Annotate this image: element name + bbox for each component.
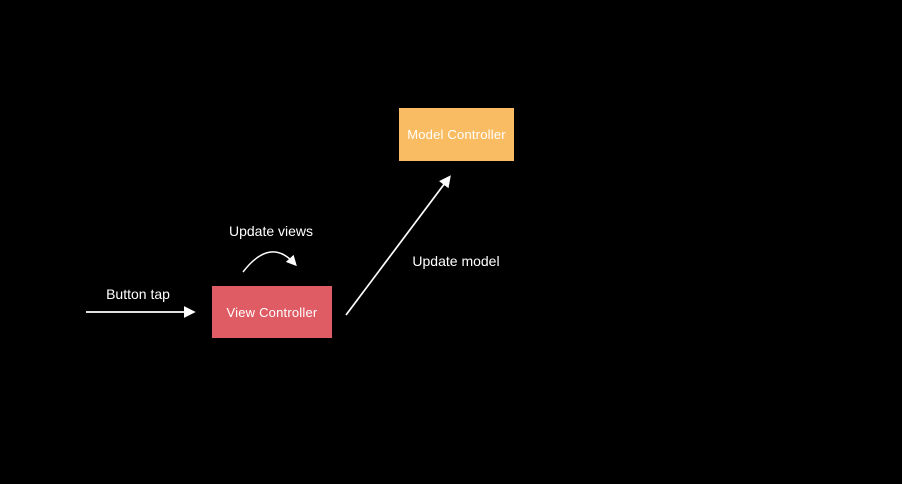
- update-views-label: Update views: [228, 223, 314, 239]
- view-controller-label: View Controller: [226, 304, 318, 320]
- update-model-label: Update model: [412, 253, 500, 269]
- view-controller-node[interactable]: View Controller: [212, 286, 332, 338]
- button-tap-label: Button tap: [106, 286, 170, 302]
- update-views-arrow: [242, 251, 297, 273]
- model-controller-label: Model Controller: [407, 127, 506, 142]
- update-model-arrow: [345, 175, 451, 316]
- model-controller-node[interactable]: Model Controller: [399, 108, 514, 161]
